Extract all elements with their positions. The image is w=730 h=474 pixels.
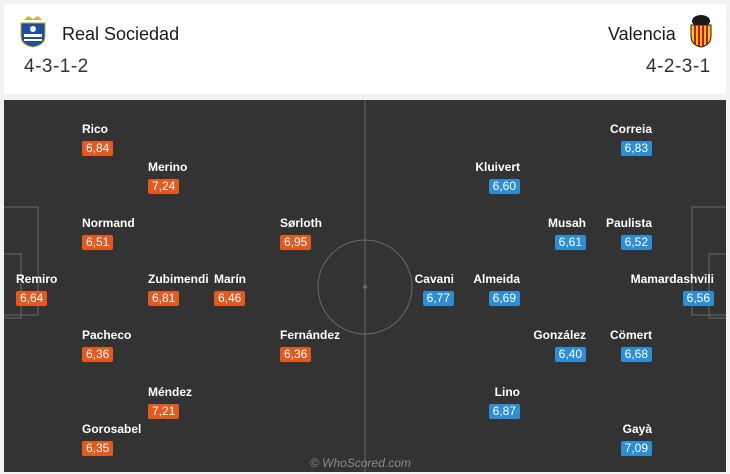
player-name: Cömert bbox=[609, 328, 652, 342]
player-mamardashvili[interactable]: Mamardashvili 6,56 bbox=[614, 272, 714, 312]
player-gorosabel[interactable]: Gorosabel 6,35 bbox=[82, 422, 182, 462]
player-rating: 6,60 bbox=[488, 179, 520, 194]
pitch-lines bbox=[4, 100, 726, 472]
player-rating: 7,09 bbox=[620, 441, 652, 456]
player-cavani[interactable]: Cavani 6,77 bbox=[354, 272, 454, 312]
away-formation: 4-2-3-1 bbox=[646, 56, 711, 77]
player-rating: 6,81 bbox=[148, 291, 180, 306]
player-name: Remiro bbox=[16, 272, 58, 286]
player-rating: 6,69 bbox=[488, 291, 520, 306]
player-almeida[interactable]: Almeida 6,69 bbox=[420, 272, 520, 312]
player-gonzalez[interactable]: González 6,40 bbox=[486, 328, 586, 368]
player-rico[interactable]: Rico 6,84 bbox=[82, 122, 182, 162]
player-kluivert[interactable]: Kluivert 6,60 bbox=[420, 160, 520, 200]
player-name: Mamardashvili bbox=[630, 272, 714, 286]
player-fernandez[interactable]: Fernández 6,36 bbox=[280, 328, 380, 368]
player-rating: 6,61 bbox=[554, 235, 586, 250]
valencia-crest-icon bbox=[690, 15, 712, 48]
player-zubimendi[interactable]: Zubimendi 6,81 bbox=[148, 272, 248, 312]
whoscored-watermark: © WhoScored.com bbox=[310, 456, 411, 470]
player-name: Kluivert bbox=[475, 160, 520, 174]
player-pacheco[interactable]: Pacheco 6,36 bbox=[82, 328, 182, 368]
player-rating: 6,64 bbox=[16, 291, 48, 306]
player-rating: 6,56 bbox=[682, 291, 714, 306]
player-name: Gayà bbox=[622, 422, 652, 436]
player-correia[interactable]: Correia 6,83 bbox=[552, 122, 652, 162]
player-sorloth[interactable]: Sørloth 6,95 bbox=[280, 216, 380, 256]
player-comert[interactable]: Cömert 6,68 bbox=[552, 328, 652, 368]
pitch: Remiro 6,64 Rico 6,84 Normand 6,51 Pache… bbox=[4, 100, 726, 472]
player-name: Marín bbox=[214, 272, 247, 286]
player-rating: 6,46 bbox=[214, 291, 246, 306]
player-paulista[interactable]: Paulista 6,52 bbox=[552, 216, 652, 256]
player-name: Fernández bbox=[280, 328, 341, 342]
real-sociedad-crest-icon bbox=[20, 16, 46, 48]
player-name: Sørloth bbox=[280, 216, 322, 230]
player-name: Gorosabel bbox=[82, 422, 142, 436]
player-rating: 6,52 bbox=[620, 235, 652, 250]
player-musah[interactable]: Musah 6,61 bbox=[486, 216, 586, 256]
player-name: Pacheco bbox=[82, 328, 132, 342]
player-rating: 6,68 bbox=[620, 347, 652, 362]
player-remiro[interactable]: Remiro 6,64 bbox=[16, 272, 116, 312]
player-rating: 6,77 bbox=[422, 291, 454, 306]
player-gaya[interactable]: Gayà 7,09 bbox=[552, 422, 652, 462]
player-name: Normand bbox=[82, 216, 135, 230]
home-team-name: Real Sociedad bbox=[62, 24, 180, 44]
player-lino[interactable]: Lino 6,87 bbox=[420, 385, 520, 425]
away-team-name: Valencia bbox=[608, 24, 676, 44]
player-rating: 6,36 bbox=[280, 347, 312, 362]
player-rating: 6,83 bbox=[620, 141, 652, 156]
player-rating: 6,40 bbox=[554, 347, 586, 362]
match-header: Real Sociedad 4-3-1-2 Valencia 4-2-3-1 bbox=[4, 4, 726, 94]
player-rating: 6,35 bbox=[82, 441, 114, 456]
player-name: Zubimendi bbox=[148, 272, 209, 286]
player-rating: 6,36 bbox=[82, 347, 114, 362]
player-name: Correia bbox=[609, 122, 652, 136]
player-name: González bbox=[533, 328, 586, 342]
player-name: Lino bbox=[494, 385, 520, 399]
home-formation: 4-3-1-2 bbox=[24, 56, 89, 77]
player-name: Musah bbox=[547, 216, 586, 230]
player-rating: 6,87 bbox=[488, 404, 520, 419]
player-rating: 6,84 bbox=[82, 141, 114, 156]
player-rating: 6,51 bbox=[82, 235, 114, 250]
player-name: Paulista bbox=[605, 216, 652, 230]
player-merino[interactable]: Merino 7,24 bbox=[148, 160, 248, 200]
player-rating: 7,24 bbox=[148, 179, 180, 194]
player-name: Rico bbox=[82, 122, 109, 136]
player-rating: 6,95 bbox=[280, 235, 312, 250]
player-mendez[interactable]: Méndez 7,21 bbox=[148, 385, 248, 425]
player-rating: 7,21 bbox=[148, 404, 180, 419]
player-name: Almeida bbox=[473, 272, 520, 286]
player-marin[interactable]: Marín 6,46 bbox=[214, 272, 314, 312]
player-normand[interactable]: Normand 6,51 bbox=[82, 216, 182, 256]
player-name: Merino bbox=[148, 160, 188, 174]
player-name: Méndez bbox=[148, 385, 193, 399]
player-name: Cavani bbox=[414, 272, 454, 286]
